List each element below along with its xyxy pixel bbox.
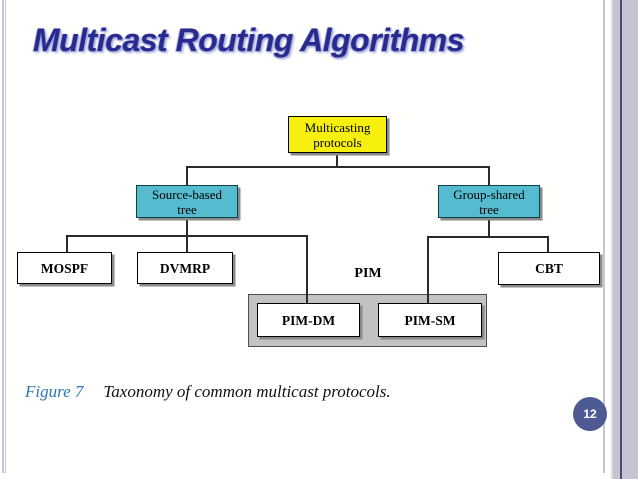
connector-line <box>186 216 188 253</box>
node-mospf: MOSPF <box>17 252 112 284</box>
figure-label: Figure 7 <box>25 382 84 401</box>
page-number-badge: 12 <box>573 397 607 431</box>
page-title: Multicast Routing Algorithms <box>33 22 465 58</box>
connector-line <box>547 236 549 253</box>
right-border-band <box>611 0 638 479</box>
node-dvmrp: DVMRP <box>137 252 233 284</box>
figure-caption: Figure 7 Taxonomy of common multicast pr… <box>25 382 391 402</box>
connector-line <box>66 235 308 237</box>
node-pim-dm: PIM-DM <box>257 303 360 337</box>
node-label: tree <box>479 201 499 217</box>
connector-line <box>488 216 490 238</box>
node-label: protocols <box>313 134 362 150</box>
node-cbt: CBT <box>498 252 600 285</box>
right-border-accent-line <box>620 0 622 479</box>
connector-line <box>66 235 68 253</box>
figure-caption-text: Taxonomy of common multicast protocols. <box>103 382 391 401</box>
node-group-shared-tree: Group-shared tree <box>438 185 540 218</box>
left-border-line <box>5 0 6 473</box>
connector-line <box>186 166 188 186</box>
left-border-line <box>2 0 4 473</box>
connector-line <box>336 152 338 168</box>
node-multicasting-protocols: Multicasting protocols <box>288 116 387 153</box>
connector-line <box>488 166 490 186</box>
node-source-based-tree: Source-based tree <box>136 185 238 218</box>
connector-line <box>427 236 429 305</box>
connector-line <box>427 236 549 238</box>
node-pim-sm: PIM-SM <box>378 303 482 337</box>
connector-line <box>186 166 490 168</box>
right-border-line <box>603 0 605 473</box>
connector-line <box>306 235 308 305</box>
node-label: Source-based <box>151 186 223 202</box>
node-label: tree <box>177 201 197 217</box>
pim-group-label: PIM <box>354 266 382 281</box>
node-label: Group-shared <box>453 186 525 202</box>
node-label: Multicasting <box>304 119 371 135</box>
